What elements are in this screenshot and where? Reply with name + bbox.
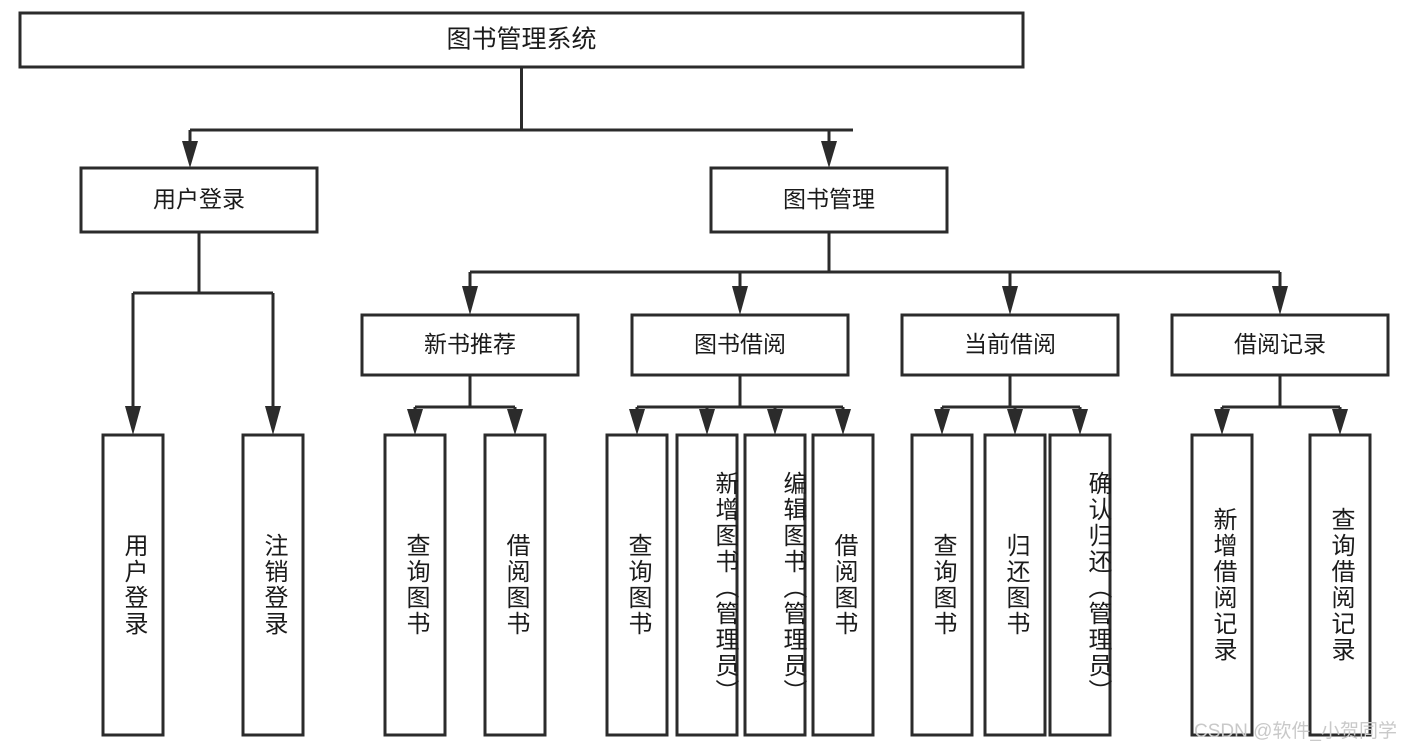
node-user-login[interactable]: 用户登录	[79, 166, 319, 234]
connector-records-to-leaves	[1214, 375, 1348, 435]
leaf-box-logout[interactable]	[241, 433, 305, 737]
node-book-management-box[interactable]	[709, 166, 949, 234]
node-user-login-box[interactable]	[79, 166, 319, 234]
leaf-box-query-books-rec[interactable]	[383, 433, 447, 737]
connector-borrow-to-leaves	[629, 375, 851, 435]
leaf-box-query-books-borrow[interactable]	[605, 433, 669, 737]
node-root-box[interactable]	[18, 11, 1025, 69]
node-borrow-records-box[interactable]	[1170, 313, 1390, 377]
leaf-box-query-borrow-record[interactable]	[1308, 433, 1372, 737]
leaf-box-borrow-books-rec[interactable]	[483, 433, 547, 737]
node-new-book-recommend[interactable]: 新书推荐	[360, 313, 580, 377]
connector-books-to-level3	[462, 232, 1288, 315]
connector-current-to-leaves	[934, 375, 1088, 435]
leaf-box-borrow-book[interactable]	[811, 433, 875, 737]
leaf-box-confirm-return-admin[interactable]	[1048, 433, 1112, 737]
node-user-login-label: 用户登录	[153, 186, 245, 212]
node-borrow-records[interactable]: 借阅记录	[1170, 313, 1390, 377]
node-current-borrow-label: 当前借阅	[964, 331, 1056, 357]
node-root[interactable]: 图书管理系统	[18, 11, 1025, 69]
leaf-box-add-borrow-record[interactable]	[1190, 433, 1254, 737]
leaf-box-edit-book-admin[interactable]	[743, 433, 807, 737]
csdn-watermark: CSDN @软件_小贺同学	[1194, 721, 1397, 742]
node-borrow-records-label: 借阅记录	[1234, 331, 1326, 357]
connector-login-to-leaves	[125, 232, 281, 435]
node-book-borrow-label: 图书借阅	[694, 331, 786, 357]
node-new-book-recommend-box[interactable]	[360, 313, 580, 377]
leaf-box-query-books-current[interactable]	[910, 433, 974, 737]
leaf-box-add-book-admin[interactable]	[675, 433, 739, 737]
node-book-management-label: 图书管理	[783, 186, 875, 212]
node-book-borrow[interactable]: 图书借阅	[630, 313, 850, 377]
node-current-borrow[interactable]: 当前借阅	[900, 313, 1120, 377]
node-new-book-recommend-label: 新书推荐	[424, 331, 516, 357]
node-book-management[interactable]: 图书管理	[709, 166, 949, 234]
node-root-label: 图书管理系统	[446, 26, 596, 54]
connector-root-to-level2	[182, 67, 853, 168]
leaf-box-user-login[interactable]	[101, 433, 165, 737]
connector-newbooks-to-leaves	[407, 375, 523, 435]
leaf-box-return-book[interactable]	[983, 433, 1047, 737]
node-book-borrow-box[interactable]	[630, 313, 850, 377]
node-current-borrow-box[interactable]	[900, 313, 1120, 377]
